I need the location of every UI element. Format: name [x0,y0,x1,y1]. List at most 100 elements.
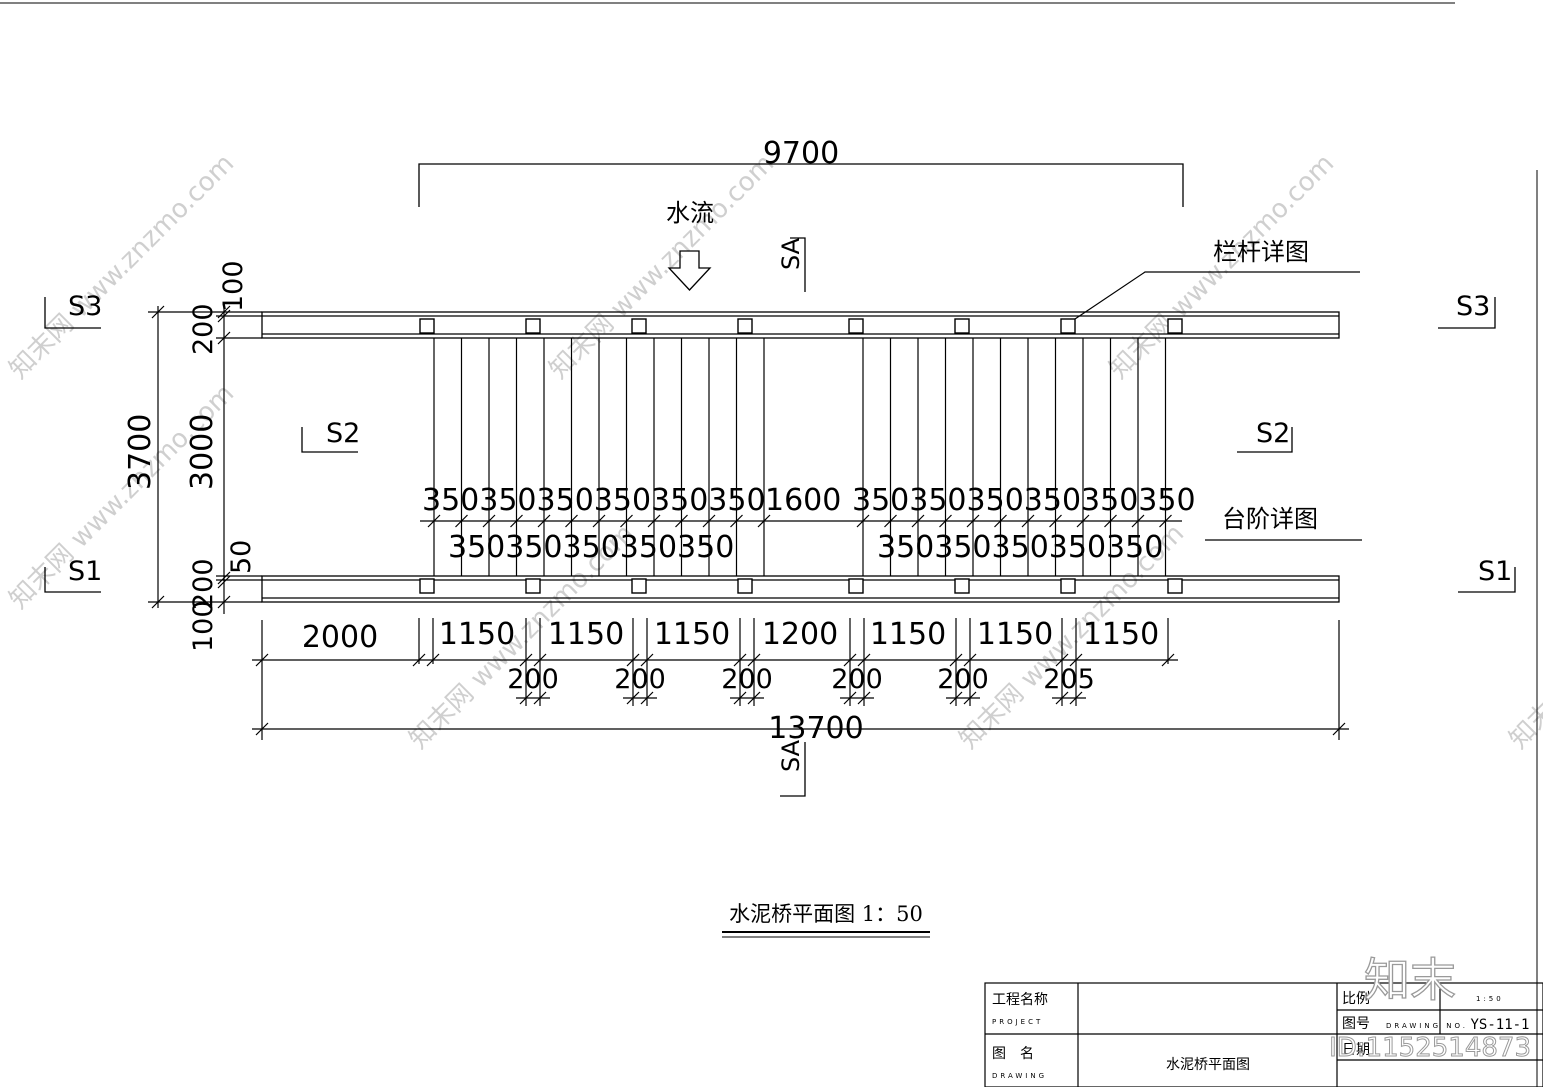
slat-dimension-tick [1159,514,1172,528]
title-block-project-label: 工程名称 [992,992,1048,1008]
bay-dimension-tick [963,653,977,667]
post-dimension-tick [747,691,761,705]
bay-dimension-tick [857,653,871,667]
bay-dimension-tick [626,653,640,667]
post-dimension-tick [963,691,977,705]
step-detail-label: 台阶详图 [1222,505,1318,533]
overall-width-label: 9700 [763,136,839,171]
slat-spacing-ticks [427,514,1172,528]
water-flow-label: 水流 [666,199,714,227]
slat-dimension-tick [994,514,1007,528]
slat-dimension-tick [730,514,743,528]
bay-dimension-label: 1150 [1083,617,1159,652]
section-mark-s1-left: S1 [68,556,102,587]
title-block-date-label: 日期 [1342,1042,1370,1058]
slat-dimension-tick [620,514,633,528]
deck-slats [433,338,1167,576]
slat-dimension-tick [1049,514,1062,528]
title-block-project-sub: PROJECT [992,1018,1043,1026]
post-dimension-label: 200 [937,664,989,695]
slat-spacing-row-2: 350350350350350350 [852,483,1196,518]
bay-dimension-label: 1200 [762,617,838,652]
vertical-dim-deck: 3000 [185,414,220,490]
slat-dimension-tick [675,514,688,528]
post-dimension-label: 200 [831,664,883,695]
slat-dimension-tick [482,514,496,528]
post-dimension-tick [626,691,640,705]
overall-width-dimension [418,163,1184,207]
slat-dimension-tick [1021,514,1035,528]
post-dimension-label: 200 [507,664,559,695]
bay-dimension-tick [519,653,533,667]
section-mark-s2-left: S2 [326,418,360,449]
slat-dimension-tick [757,514,771,528]
section-mark-sa-bottom [780,742,806,797]
bay-dimension-tick [733,653,747,667]
slat-dimension-tick [537,514,551,528]
bay-dimension-tick [533,653,547,667]
bottom-beam [261,575,1340,603]
slat-dimension-tick [455,514,468,528]
slat-dimension-tick [884,514,897,528]
title-block-scale-label: 比例 [1342,991,1370,1007]
image-id-label: ID:1152514873 [1329,1033,1531,1063]
section-mark-s2-right: S2 [1256,418,1290,449]
slat-dimension-tick [1131,514,1145,528]
start-dimension-label: 2000 [302,620,378,655]
railing-post [954,318,970,334]
post-dimension-tick [733,691,747,705]
slat-dimension-tick [565,514,578,528]
post-dimension-label: 200 [721,664,773,695]
slat-dimension-tick [1076,514,1090,528]
post-dimension-tick [519,691,533,705]
slat-dimension-tick [647,514,661,528]
post-dimension-tick [1055,691,1069,705]
bay-dimension-tick [747,653,761,667]
vertical-dim-overall: 3700 [123,414,158,490]
vertical-dim-bottom-edge: 100 [188,600,219,652]
vertical-dim-step: 50 [226,540,257,574]
top-beam [261,311,1340,339]
bay-dimension-label: 1150 [977,617,1053,652]
section-mark-sa-bottom-label: SA [777,739,805,772]
railing-post [631,578,647,594]
railing-post [737,578,753,594]
slat-dimension-tick [510,514,523,528]
bay-dimension-tick [412,653,426,667]
slat-dimension-tick [939,514,952,528]
post-dimension-label: 200 [614,664,666,695]
title-block-number-label: 图号 [1342,1016,1370,1032]
railing-detail-leader [1071,271,1360,322]
bay-dimension-label: 1150 [548,617,624,652]
watermark-layer: 知末网 www.znzmo.com 知末网 www.znzmo.com 知末网 … [4,149,1543,755]
slat-spacing-row-4: 350350350350350 [877,530,1163,565]
railing-detail-label: 栏杆详图 [1213,238,1309,266]
railing-post [419,318,435,334]
railing-posts [419,318,1183,594]
title-block-drawing-name: 水泥桥平面图 [1166,1057,1250,1073]
bay-dimension-tick [426,653,440,667]
railing-post [419,578,435,594]
vertical-dim-top-edge: 100 [218,260,249,312]
vertical-dim-top-beam: 200 [188,303,219,355]
railing-post [954,578,970,594]
bay-dimension-label: 1150 [654,617,730,652]
railing-post [1167,318,1183,334]
railing-post [737,318,753,334]
post-dimension-label: 205 [1043,664,1095,695]
bay-dimension-tick [949,653,963,667]
bay-dimension-label: 1150 [870,617,946,652]
slat-dimension-tick [592,514,606,528]
railing-post [1167,578,1183,594]
bay-dimension-tick [843,653,857,667]
title-block-number-value: YS-11-1 [1470,1017,1529,1033]
section-mark-s1-right: S1 [1478,556,1512,587]
railing-post [525,578,541,594]
post-dimension-tick [533,691,547,705]
railing-post [848,578,864,594]
title-block-drawing-sub: DRAWING [992,1072,1047,1080]
title-block [984,982,1543,1087]
slat-dimension-tick [702,514,716,528]
